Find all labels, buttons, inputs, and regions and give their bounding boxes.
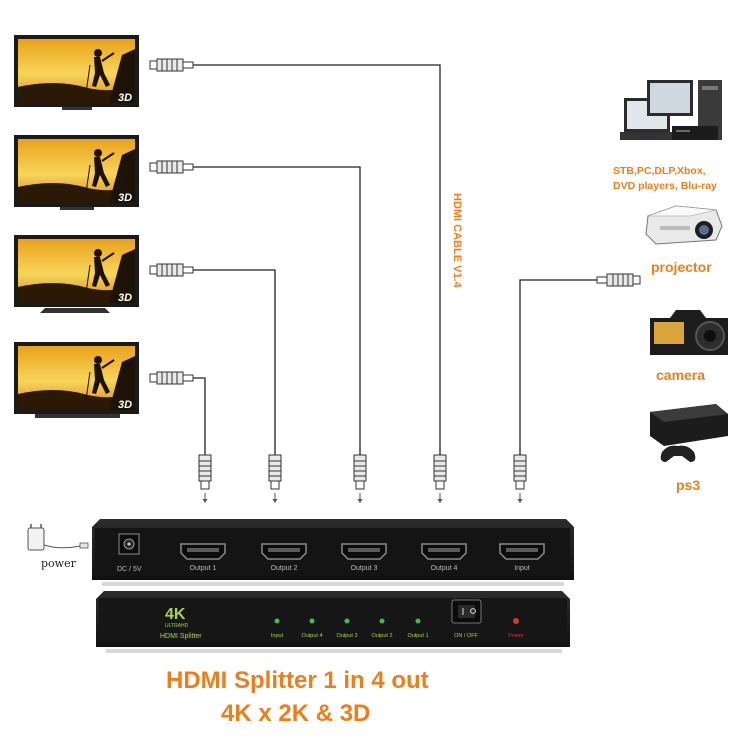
hdmi-plug-icon: [513, 454, 527, 504]
hdmi-port-output-4: [421, 543, 467, 560]
power-led-label: Power: [508, 633, 524, 639]
splitter-back-panel: [92, 519, 574, 586]
game-console-icon: [650, 404, 728, 462]
led-label: Output 4: [301, 633, 322, 639]
tv-3d-badge: 3D: [118, 292, 132, 304]
tv-3d-badge: 3D: [118, 192, 132, 204]
hdmi-plug-icon: [149, 263, 194, 277]
hdmi-plug-icon: [198, 454, 212, 504]
led-label: Output 1: [407, 633, 428, 639]
hdmi-port-output-3: [341, 543, 387, 560]
tv-3d-badge: 3D: [118, 92, 132, 104]
port-label: Output 4: [431, 565, 458, 572]
source-label-ps3: ps3: [676, 477, 700, 493]
hdmi-plug-icon: [149, 371, 194, 385]
title-line-2: 4K x 2K & 3D: [221, 700, 370, 727]
title-line-1: HDMI Splitter 1 in 4 out: [166, 667, 429, 694]
tv-display-1: [13, 34, 140, 110]
tv-display-2: [13, 134, 140, 210]
port-label: Output 1: [190, 565, 217, 572]
hdmi-plug-icon: [596, 273, 641, 287]
hdmi-plug-icon: [149, 160, 194, 174]
hdmi-plug-icon: [433, 454, 447, 504]
led-label: Input: [271, 633, 284, 639]
product-name: HDMI Splitter: [160, 633, 202, 640]
projector-icon: [645, 205, 723, 245]
splitter-front-panel: [96, 591, 570, 653]
port-label: Output 2: [271, 565, 298, 572]
hdmi-plug-icon: [149, 58, 194, 72]
logo-ultrahd: ULTRAHD: [165, 623, 189, 629]
led-label: Output 3: [336, 633, 357, 639]
tv-3d-badge: 3D: [118, 399, 132, 411]
port-label: Input: [514, 565, 530, 572]
hdmi-plug-icon: [353, 454, 367, 504]
port-label: Output 3: [351, 565, 378, 572]
tv-display-4: [13, 341, 140, 418]
camera-icon: [650, 310, 728, 355]
hdmi-port-input: [499, 543, 545, 560]
computer-icon: [620, 80, 722, 140]
tv-display-3: [13, 234, 140, 313]
hdmi-port-output-2: [261, 543, 307, 560]
source-label-computer: STB,PC,DLP,Xbox,: [613, 165, 706, 177]
hdmi-cables: [193, 64, 598, 455]
power-label: power: [41, 557, 77, 570]
logo-4k: 4K: [165, 606, 186, 623]
hdmi-port-output-1: [180, 543, 226, 560]
hdmi-plug-icon: [268, 454, 282, 504]
source-label-camera: camera: [656, 367, 705, 383]
led-label: Output 2: [371, 633, 392, 639]
source-label-computer-line2: DVD players, Blu-ray: [613, 180, 717, 192]
switch-label: ON / OFF: [454, 633, 478, 639]
cable-label: HDMI CABLE V1.4: [451, 193, 463, 289]
source-label-projector: projector: [651, 259, 712, 275]
dc-input-label: DC / 5V: [117, 566, 142, 573]
power-adapter-icon: [27, 524, 89, 551]
